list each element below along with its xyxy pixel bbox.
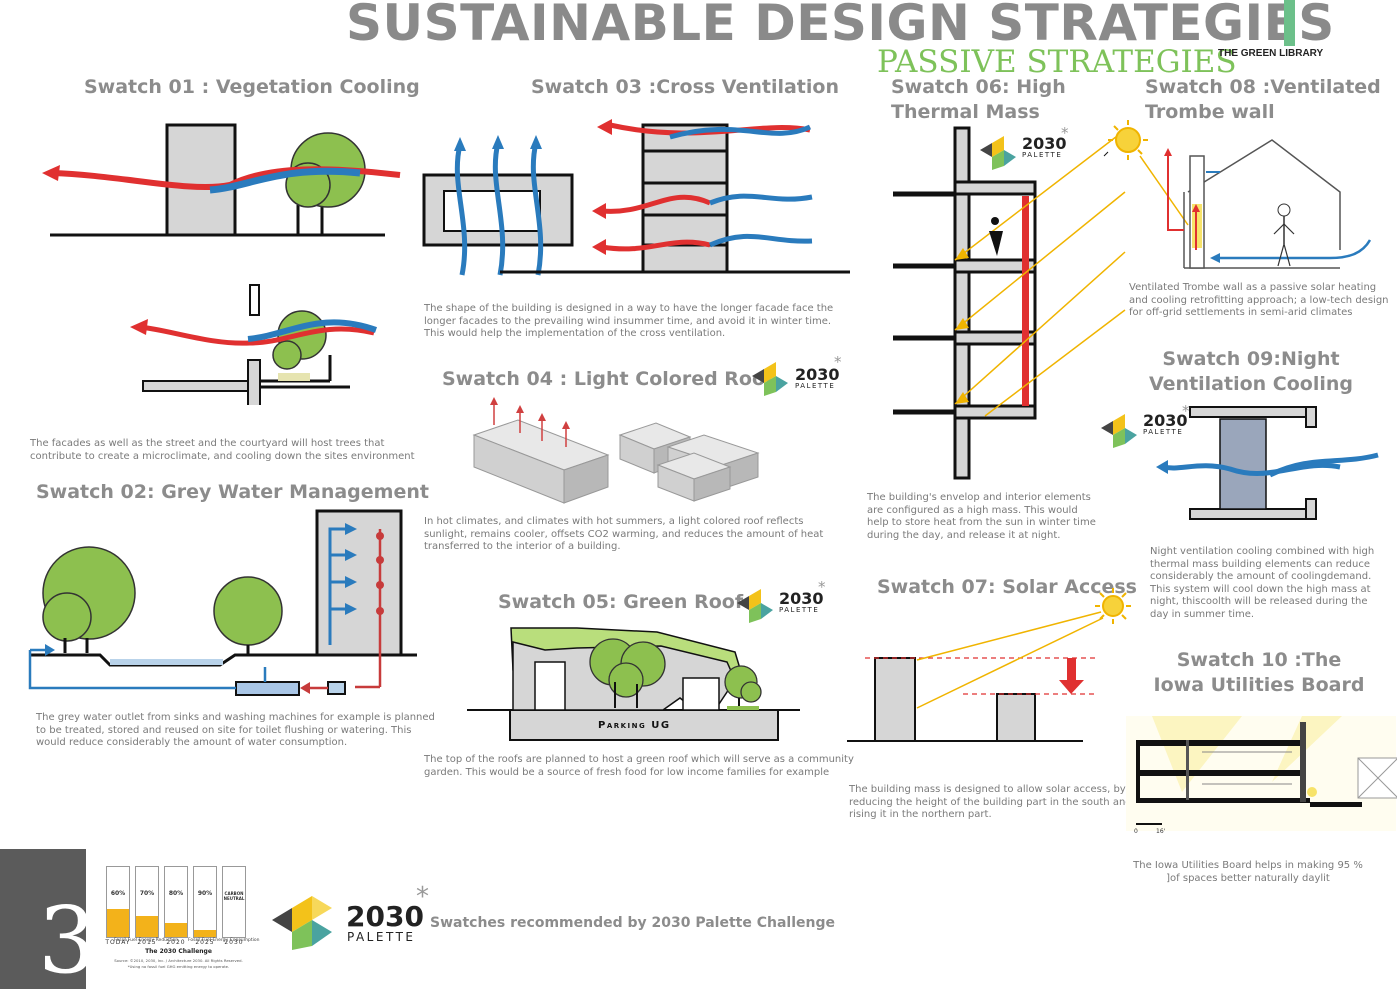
challenge-bar-fill	[194, 930, 216, 937]
swatch-06-title: Swatch 06: High Thermal Mass	[891, 76, 1066, 123]
palette-logo-large-icon	[272, 896, 332, 950]
palette-star-3: *	[1061, 124, 1069, 142]
green-roof-diagram	[467, 627, 800, 741]
palette-logo-icon-4	[1101, 414, 1137, 448]
page-subtitle: PASSIVE STRATEGIES	[877, 44, 1237, 80]
challenge-bar-year: 2030	[224, 939, 244, 946]
swatch-09-title: Swatch 09:Night Ventilation Cooling	[1149, 348, 1353, 395]
palette-large-star: *	[416, 882, 429, 912]
swatch-03-description: The shape of the building is designed in…	[424, 303, 834, 340]
swatch-08-description: Ventilated Trombe wall as a passive sola…	[1129, 282, 1389, 319]
palette-star: *	[834, 353, 842, 371]
vegetation-cooling-diagram	[42, 123, 401, 405]
swatch-02-title: Swatch 02: Grey Water Management	[36, 481, 429, 503]
challenge-bar-label: 60%	[110, 890, 126, 897]
legend-consumption: Fossil Fuel Energy Consumption	[188, 938, 260, 943]
palette-star-2: *	[818, 578, 826, 596]
challenge-bar: 60% TODAY	[105, 866, 130, 946]
palette-year-2: 2030	[779, 589, 824, 608]
trombe-wall-diagram	[1103, 120, 1372, 269]
challenge-bar-label: CARBON NEUTRAL	[223, 891, 245, 901]
swatch-07-description: The building mass is designed to allow s…	[849, 784, 1132, 821]
solar-access-diagram	[847, 588, 1131, 742]
swatch-05-description: The top of the roofs are planned to host…	[424, 754, 854, 778]
light-roof-diagram	[472, 397, 760, 504]
challenge-bar-fill	[107, 909, 129, 937]
page-title: SUSTAINABLE DESIGN STRATEGIES	[346, 0, 1335, 52]
challenge-bar: 90% 2025	[193, 866, 217, 946]
challenge-bar-label: 80%	[168, 890, 184, 897]
challenge-bar-fill	[136, 916, 158, 937]
palette-word-2: PALETTE	[779, 606, 820, 614]
footer-caption: Swatches recommended by 2030 Palette Cha…	[430, 915, 835, 931]
swatch-02-description: The grey water outlet from sinks and was…	[36, 712, 435, 749]
swatch-10-description: The Iowa Utilities Board helps in making…	[1133, 860, 1363, 884]
palette-word: PALETTE	[795, 382, 836, 390]
challenge-bar-fill	[165, 923, 187, 937]
swatch-08-title: Swatch 08 :Ventilated Trombe wall	[1145, 76, 1381, 123]
palette-logo-icon	[752, 362, 788, 396]
swatch-04-title: Swatch 04 : Light Colored Roof	[442, 368, 774, 390]
scale-end: 16'	[1156, 828, 1166, 835]
night-ventilation-diagram	[1156, 406, 1379, 520]
swatch-04-description: In hot climates, and climates with hot s…	[424, 516, 824, 553]
challenge-bar-label: 90%	[197, 890, 213, 897]
swatch-01-title: Swatch 01 : Vegetation Cooling	[84, 76, 420, 98]
swatch-07-title: Swatch 07: Solar Access	[877, 576, 1137, 598]
challenge-title: The 2030 Challenge	[145, 948, 212, 955]
palette-large-word: PALETTE	[347, 930, 416, 944]
challenge-bar-label: 70%	[139, 890, 155, 897]
swatch-01-description: The facades as well as the street and th…	[30, 438, 415, 462]
swatch-03-title: Swatch 03 :Cross Ventilation	[531, 76, 839, 98]
swatch-06-description: The building's envelop and interior elem…	[867, 492, 1096, 541]
challenge-bar-year: 2020	[166, 939, 186, 946]
swatch-05-title: Swatch 05: Green Roof	[498, 591, 744, 613]
challenge-bar: 70% 2015	[135, 866, 159, 946]
swatch-09-description: Night ventilation cooling combined with …	[1150, 546, 1375, 620]
palette-year-3: 2030	[1022, 134, 1067, 153]
challenge-chart: 60% TODAY 70% 2015 80% 2020 90% 2025 CARBON NEUT…	[100, 862, 260, 982]
palette-word-4: PALETTE	[1143, 428, 1184, 436]
challenge-bar-year: TODAY	[105, 939, 131, 946]
palette-star-4: *	[1182, 402, 1190, 420]
iowa-utilities-section-diagram	[1126, 716, 1397, 831]
palette-year: 2030	[795, 365, 840, 384]
cross-ventilation-diagram	[422, 119, 850, 276]
scale-start: 0	[1134, 828, 1138, 835]
legend-reduction: Fossil Fuel Energy Reduction	[114, 938, 179, 943]
page-number: 3	[38, 887, 97, 994]
palette-word-3: PALETTE	[1022, 151, 1063, 159]
swatch-10-title: Swatch 10 :The Iowa Utilities Board	[1153, 649, 1365, 696]
page-number-block	[0, 849, 86, 989]
palette-logo-icon-3	[980, 136, 1016, 170]
palette-year-4: 2030	[1143, 411, 1188, 430]
challenge-source: Source: ©2010, 2030, Inc. / Architecture…	[114, 958, 243, 963]
brand-accent-bar	[1284, 0, 1295, 46]
thermal-mass-diagram	[893, 126, 1126, 480]
challenge-bar: CARBON NEUTRAL 2030	[222, 866, 246, 946]
palette-logo-icon-2	[737, 589, 773, 623]
parking-label: Parking UG	[598, 720, 671, 731]
brand-label: THE GREEN LIBRARY	[1218, 48, 1324, 59]
challenge-bar-year: 2015	[137, 939, 157, 946]
palette-large-year: 2030	[346, 900, 424, 933]
grey-water-diagram	[28, 509, 417, 696]
challenge-bar-year: 2025	[195, 939, 215, 946]
challenge-source-2: *Using no fossil fuel GHG emitting energ…	[127, 964, 230, 969]
challenge-bar: 80% 2020	[164, 866, 188, 946]
